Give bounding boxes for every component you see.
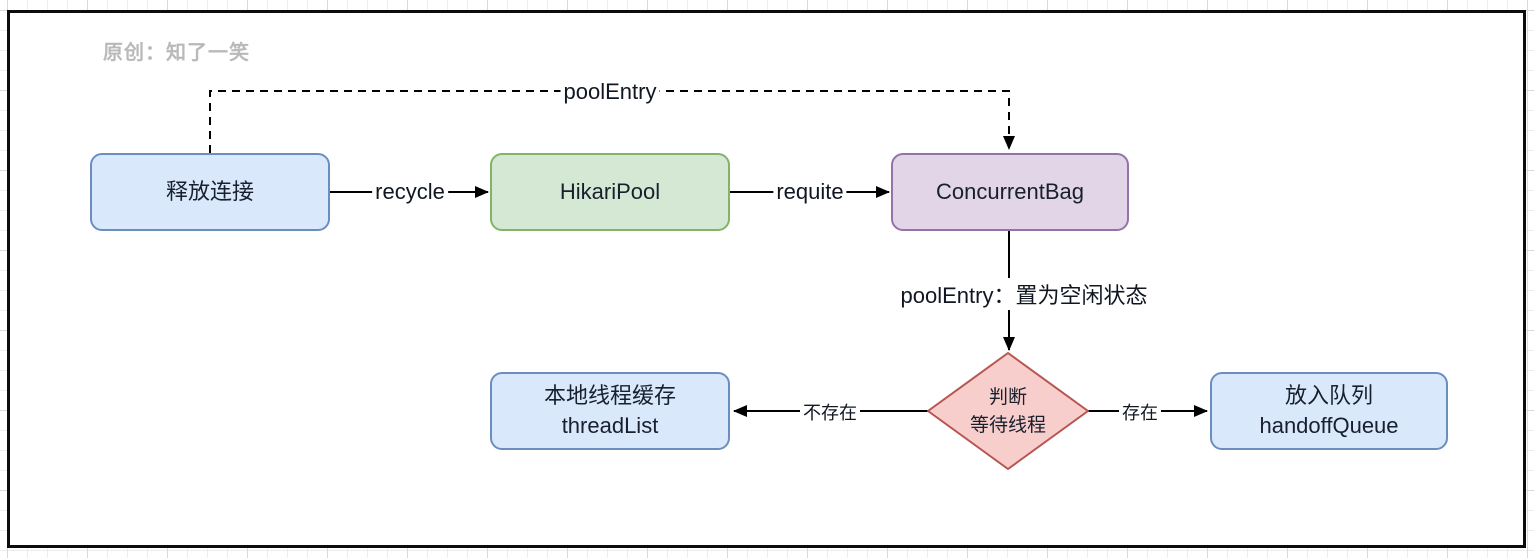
edge-label-poolentry: poolEntry — [560, 79, 660, 105]
watermark-text: 原创：知了一笑 — [103, 42, 250, 64]
edge-label-set-idle: poolEntry：置为空闲状态 — [897, 278, 1151, 310]
diagram-canvas: 原创：知了一笑 释放连接 — [7, 10, 1526, 548]
node-label-line2: 等待线程 — [969, 415, 1046, 436]
edge-label-not-exists: 不存在 — [800, 399, 860, 425]
node-label: 释放连接 — [165, 179, 254, 205]
node-label: ConcurrentBag — [936, 179, 1084, 205]
edge-label-exists: 存在 — [1119, 399, 1161, 425]
node-label-line1: 本地线程缓存 — [543, 383, 676, 409]
node-release-connection: 释放连接 — [90, 153, 330, 231]
connector-layer — [209, 90, 1208, 470]
node-thread-list: 本地线程缓存 threadList — [490, 372, 730, 450]
node-hikari-pool: HikariPool — [490, 153, 730, 231]
node-label: HikariPool — [559, 179, 661, 205]
node-concurrent-bag: ConcurrentBag — [891, 153, 1129, 231]
node-decision: 判断 等待线程 — [928, 381, 1088, 443]
edge-label-recycle: recycle — [372, 179, 448, 205]
node-label-line1: 判断 — [988, 387, 1027, 409]
node-label-line1: 放入队列 — [1284, 383, 1373, 409]
node-label-line2: threadList — [561, 413, 659, 438]
edge-label-requite: requite — [773, 179, 847, 205]
node-label-line2: handoffQueue — [1259, 413, 1399, 438]
node-handoff-queue: 放入队列 handoffQueue — [1210, 372, 1448, 450]
